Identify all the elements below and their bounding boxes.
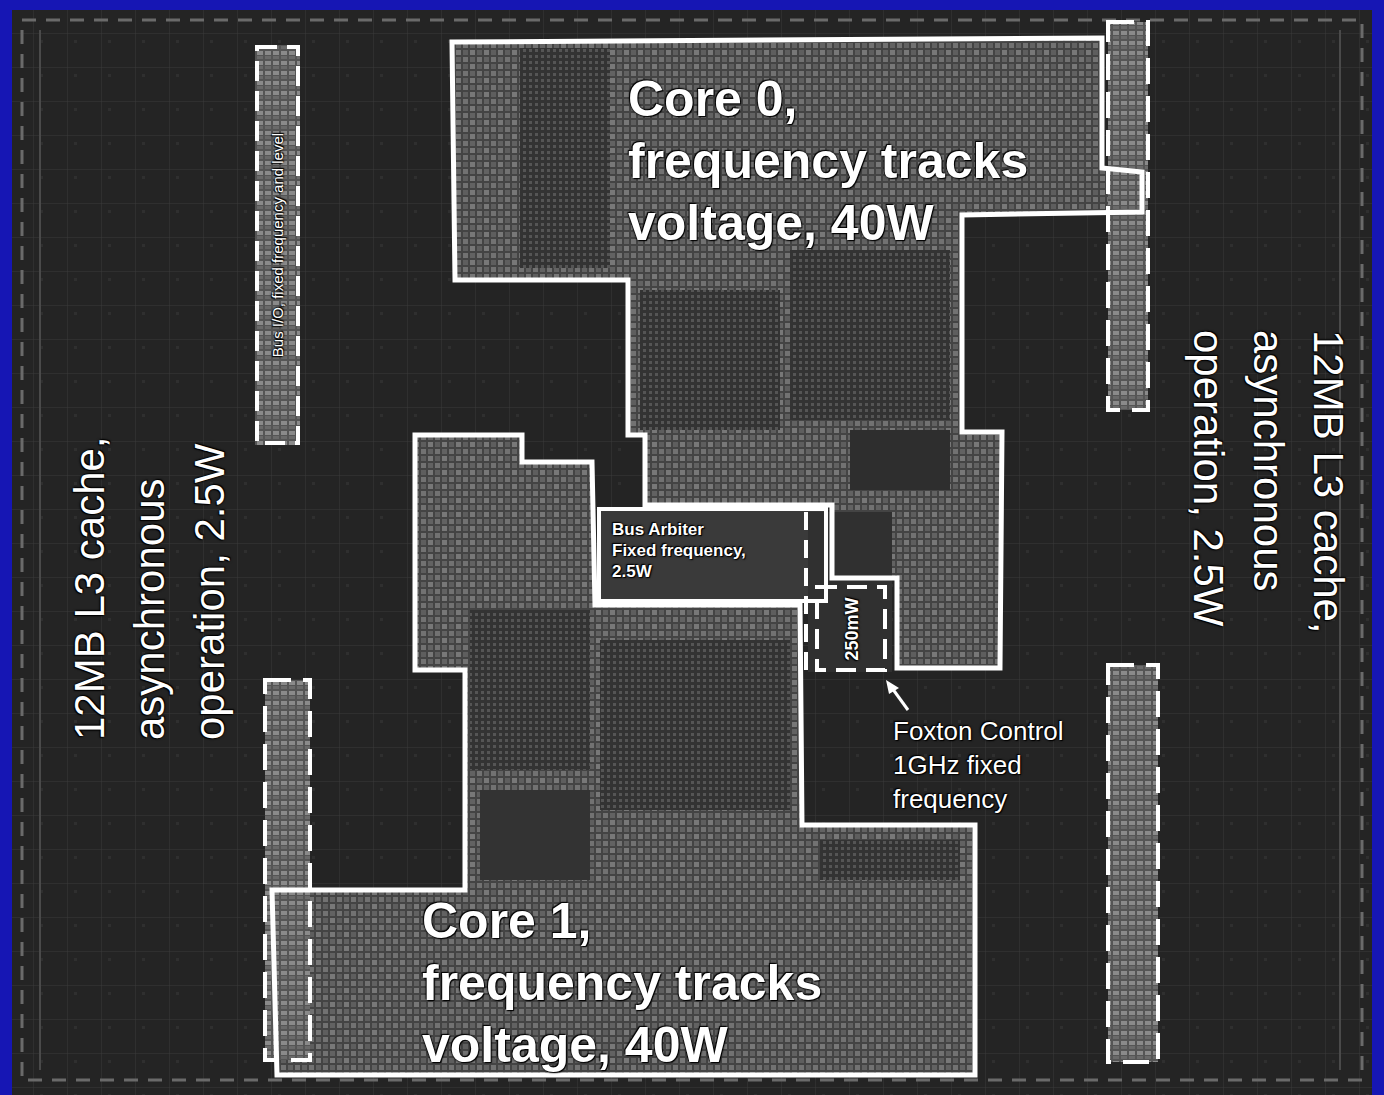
logic-block [470,610,590,770]
logic-block [520,48,610,268]
dashed-boundary [804,512,808,672]
control-texture [808,512,892,672]
arbiter-label: Bus Arbiter Fixed frequency, 2.5W [612,519,751,582]
logic-block [480,790,590,880]
core-region: Core 0, frequency tracks voltage, 40W [452,38,1142,668]
cache-label: 12MB L3 cache, asynchronous operation, 2… [60,380,240,740]
dashed-outline [817,587,885,670]
io-strip [255,45,300,445]
core-outline [452,38,1142,668]
core-region: Core 1, frequency tracks voltage, 40W [272,435,975,1075]
core-texture [272,435,975,1075]
leader-line [892,688,908,710]
io-region: Bus I/O, fixed frequency and level [255,45,300,445]
io-strip [265,680,310,1060]
dashed-outline [257,47,298,443]
die-edge-line [39,30,41,1070]
logic-block [640,290,780,430]
io-strip [1108,22,1148,410]
core-outline [272,435,975,1075]
die-ground [12,10,1372,1095]
core-label: Core 1, frequency tracks voltage, 40W [422,890,832,1076]
control-box: 250mW [815,585,887,672]
cache-label: 12MB L3 cache, asynchronous operation, 2… [1178,330,1358,690]
logic-block [600,640,790,810]
leader-arrowhead [886,680,899,694]
io-strip [1108,665,1158,1062]
box-outline [599,509,826,601]
region-label: 250mW [840,597,862,660]
logic-block [850,430,950,490]
arbiter-texture [600,510,826,600]
region-label: Bus I/O, fixed frequency and level [269,133,287,357]
core-outline [452,38,1142,668]
die-edge [22,20,1362,1080]
arbiter-box: Bus Arbiter Fixed frequency, 2.5W [597,507,828,603]
logic-block [790,250,950,420]
core-label: Core 0, frequency tracks voltage, 40W [628,68,1038,254]
logic-block [820,840,960,880]
callout-label: Foxton Control 1GHz fixed frequency [893,714,1073,816]
